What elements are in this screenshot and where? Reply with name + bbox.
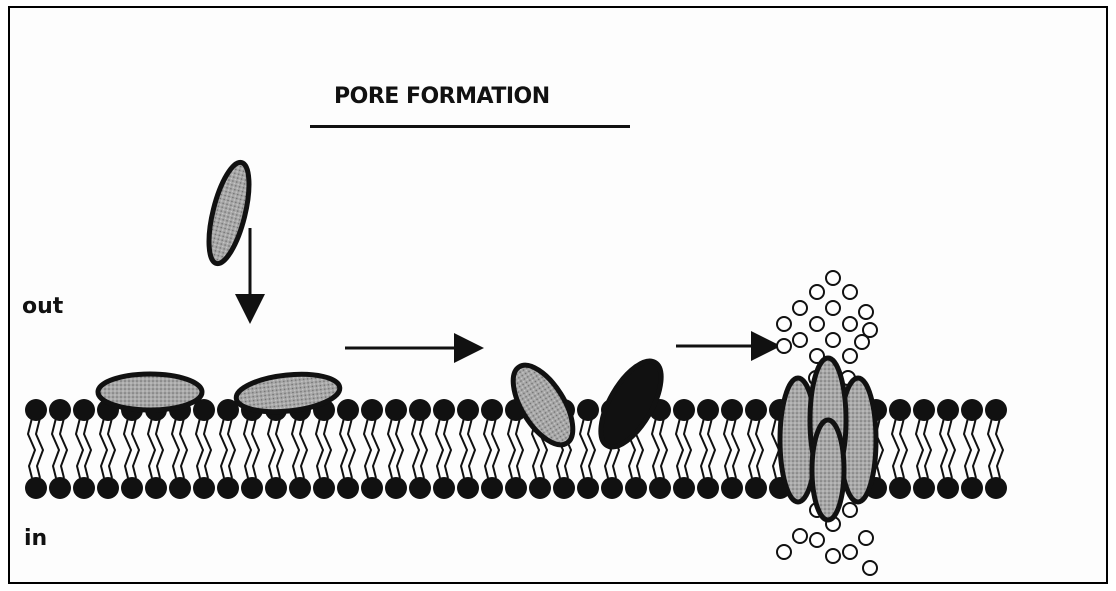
- lipid-head: [913, 477, 935, 499]
- ion: [777, 339, 791, 353]
- ion: [793, 333, 807, 347]
- lipid-head: [433, 399, 455, 421]
- lipid-head: [313, 477, 335, 499]
- transmembrane-pore: [780, 358, 876, 520]
- adsorbed-monomer-1: [98, 374, 202, 410]
- lipid-head: [745, 477, 767, 499]
- lipid-head: [577, 399, 599, 421]
- lipid-head: [457, 477, 479, 499]
- lipid-head: [25, 477, 47, 499]
- lipid-head: [145, 477, 167, 499]
- ion: [810, 317, 824, 331]
- lipid-head: [457, 399, 479, 421]
- lipid-head: [49, 477, 71, 499]
- lipid-head: [481, 399, 503, 421]
- ion: [843, 317, 857, 331]
- lipid-head: [289, 477, 311, 499]
- lipid-head: [721, 399, 743, 421]
- ion: [843, 349, 857, 363]
- lipid-head: [505, 477, 527, 499]
- lipid-head: [361, 399, 383, 421]
- lipid-head: [913, 399, 935, 421]
- lipid-head: [385, 399, 407, 421]
- lipid-head: [985, 477, 1007, 499]
- lipid-head: [889, 477, 911, 499]
- lipid-head: [409, 399, 431, 421]
- lipid-head: [169, 477, 191, 499]
- lipid-head: [217, 477, 239, 499]
- lipid-head: [961, 399, 983, 421]
- ion: [855, 335, 869, 349]
- ion: [826, 301, 840, 315]
- ion: [793, 301, 807, 315]
- lipid-head: [577, 477, 599, 499]
- lipid-head: [721, 477, 743, 499]
- lipid-head: [697, 477, 719, 499]
- ion: [826, 271, 840, 285]
- ion: [863, 561, 877, 575]
- lipid-head: [265, 477, 287, 499]
- lipid-head: [529, 477, 551, 499]
- ion: [843, 545, 857, 559]
- lipid-head: [49, 399, 71, 421]
- lipid-head: [985, 399, 1007, 421]
- lipid-head: [697, 399, 719, 421]
- lipid-head: [601, 477, 623, 499]
- ion: [826, 333, 840, 347]
- lipid-head: [193, 477, 215, 499]
- lipid-head: [553, 477, 575, 499]
- lipid-head: [673, 477, 695, 499]
- lipid-head: [673, 399, 695, 421]
- ion: [810, 533, 824, 547]
- ion: [826, 549, 840, 563]
- ion: [793, 529, 807, 543]
- lipid-head: [481, 477, 503, 499]
- ion: [843, 285, 857, 299]
- lipid-head: [409, 477, 431, 499]
- ion: [859, 305, 873, 319]
- lipid-head: [433, 477, 455, 499]
- lipid-head: [73, 399, 95, 421]
- lipid-head: [241, 477, 263, 499]
- lipid-head: [337, 399, 359, 421]
- lipid-head: [745, 399, 767, 421]
- lipid-head: [937, 477, 959, 499]
- ion: [843, 503, 857, 517]
- ion: [810, 285, 824, 299]
- lipid-head: [937, 399, 959, 421]
- lipid-head: [385, 477, 407, 499]
- lipid-head: [97, 477, 119, 499]
- lipid-head: [337, 477, 359, 499]
- lipid-head: [361, 477, 383, 499]
- lipid-head: [25, 399, 47, 421]
- lipid-head: [121, 477, 143, 499]
- lipid-head: [73, 477, 95, 499]
- lipid-head: [889, 399, 911, 421]
- ion: [777, 545, 791, 559]
- ion: [777, 317, 791, 331]
- ion: [859, 531, 873, 545]
- lipid-head: [961, 477, 983, 499]
- lipid-head: [625, 477, 647, 499]
- lipid-head: [649, 477, 671, 499]
